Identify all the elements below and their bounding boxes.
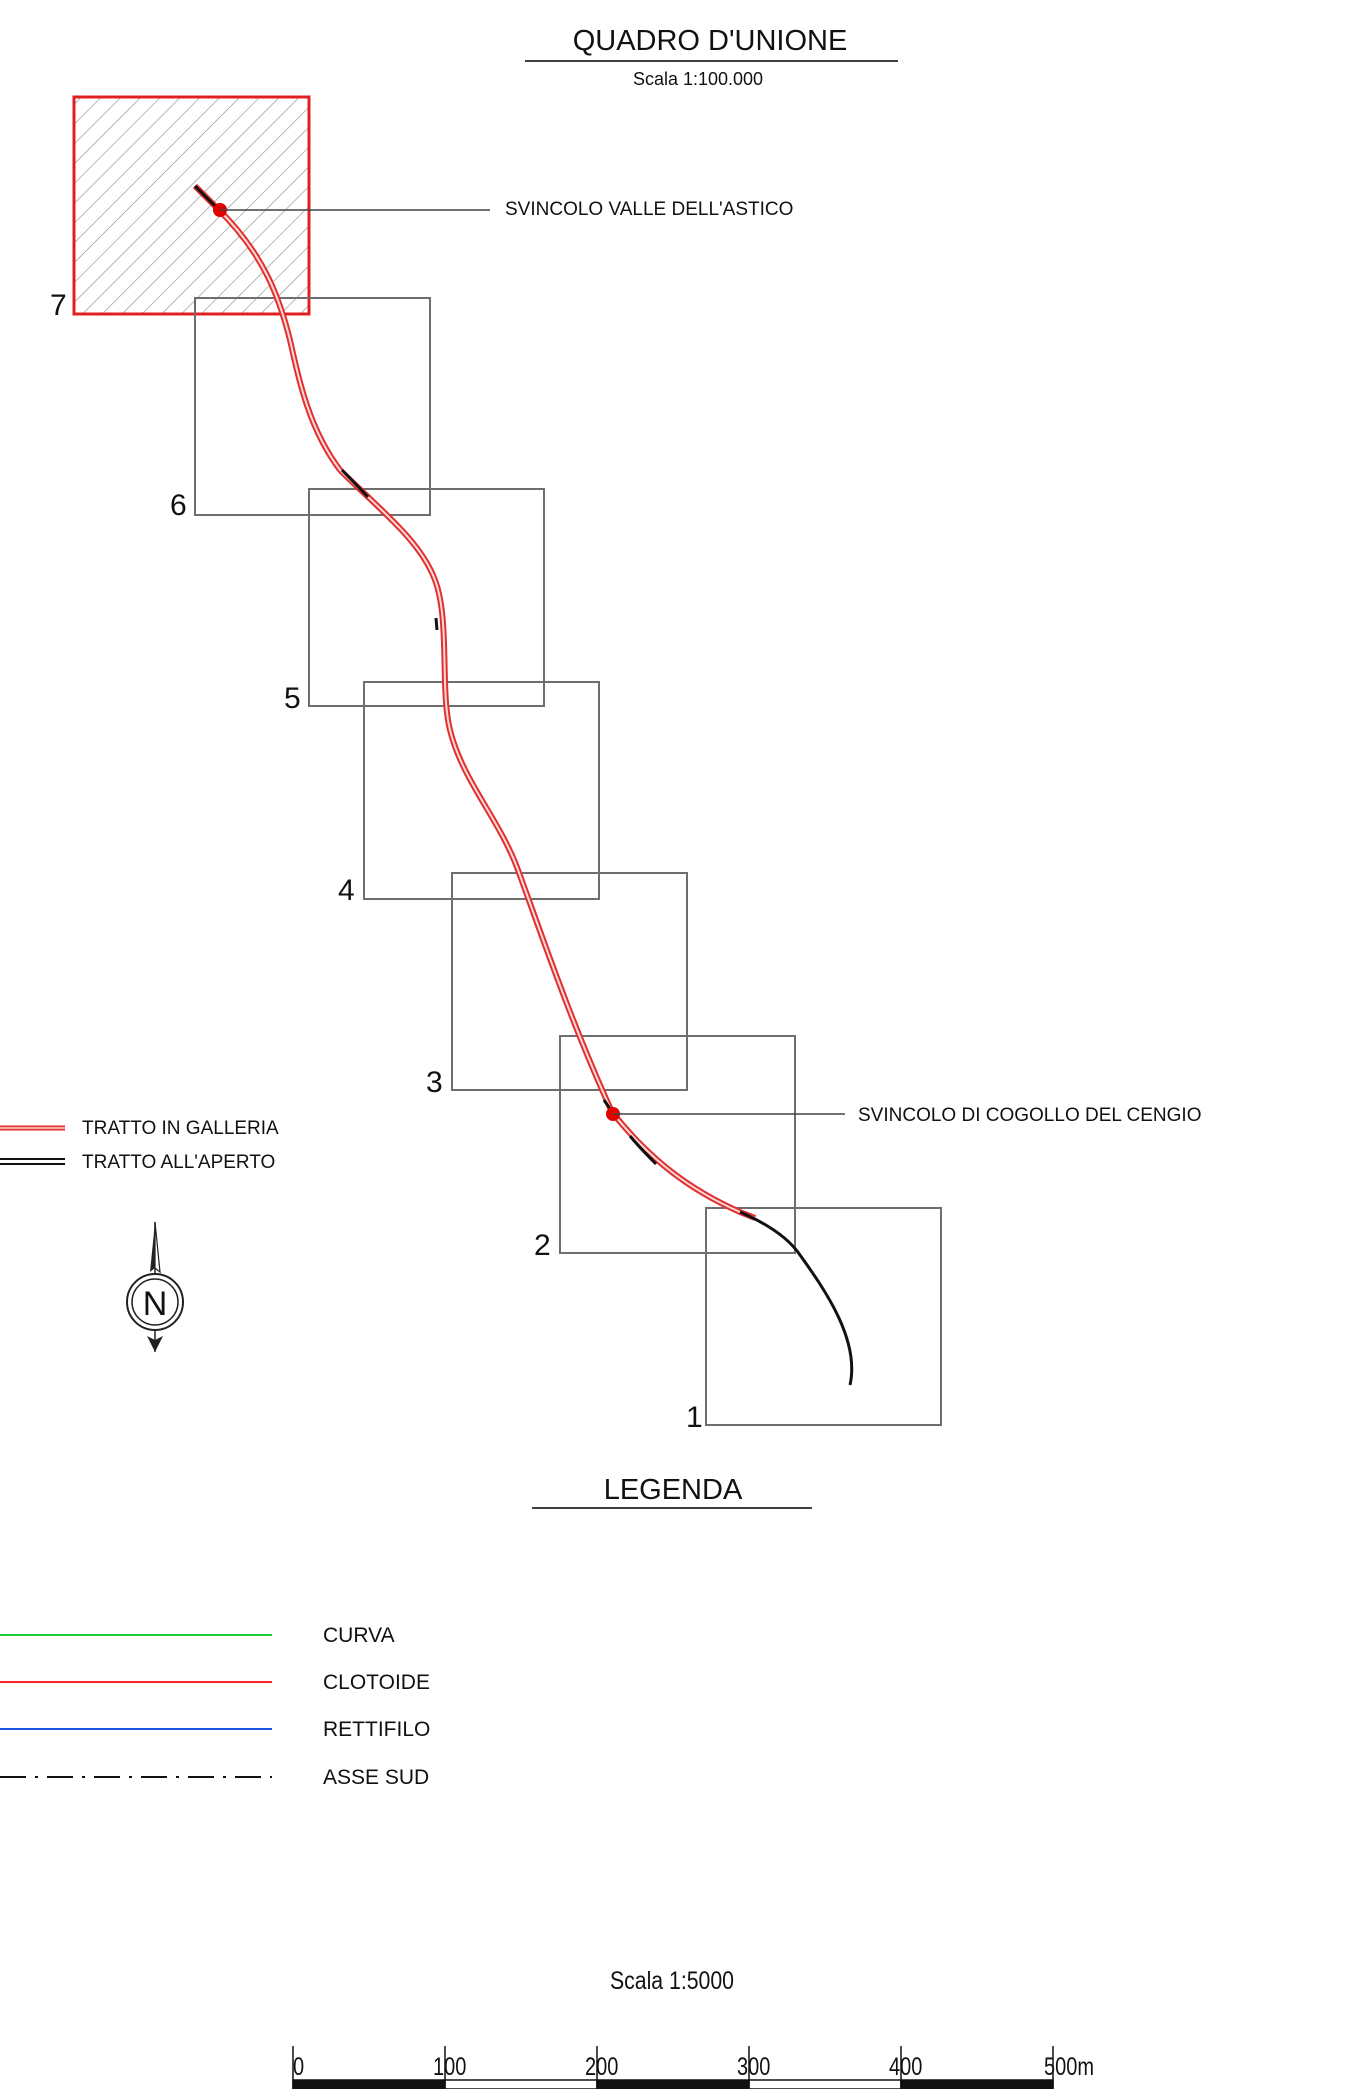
- route-open-portal-6: [340, 468, 370, 499]
- legend-label-curva: CURVA: [323, 1624, 395, 1647]
- sheet-number-5: 5: [284, 682, 301, 715]
- route-tunnel-inner: [194, 185, 756, 1219]
- open-legend-label: TRATTO ALL'APERTO: [82, 1152, 275, 1173]
- scale-segment-400-500: [900, 2079, 1054, 2089]
- legend-label-rettifilo: RETTIFILO: [323, 1718, 430, 1741]
- scale-tick-400: 400: [889, 2053, 922, 2081]
- callout-cogollo: SVINCOLO DI COGOLLO DEL CENGIO: [858, 1105, 1201, 1126]
- sheet-number-2: 2: [534, 1229, 551, 1262]
- route-alignment: [192, 183, 854, 1386]
- sheet-number-3: 3: [426, 1066, 443, 1099]
- legend-label-asse-sud: ASSE SUD: [323, 1766, 429, 1789]
- callout-astico: SVINCOLO VALLE DELL'ASTICO: [505, 199, 793, 220]
- scale-segment-300-400: [748, 2079, 902, 2089]
- route-open-north: [193, 184, 217, 208]
- tunnel-legend-label: TRATTO IN GALLERIA: [82, 1118, 279, 1139]
- sheet-frame-1[interactable]: [705, 1207, 942, 1426]
- scale-bar-title: Scala 1:5000: [610, 1966, 734, 1994]
- sheet-frame-4[interactable]: [363, 681, 600, 900]
- route-open-mid: [628, 1135, 658, 1166]
- route-open-south: [739, 1210, 854, 1386]
- sheet-number-1: 1: [686, 1401, 703, 1434]
- sheet-number-4: 4: [338, 874, 355, 907]
- scale-bar: [292, 2046, 1054, 2089]
- legend-heading: LEGENDA: [604, 1474, 743, 1506]
- sheet-frame-6[interactable]: [194, 297, 431, 516]
- sheet-frame-2[interactable]: [559, 1035, 796, 1254]
- scale-tick-500m: 500m: [1044, 2053, 1094, 2081]
- scale-segment-0-100: [292, 2079, 446, 2089]
- sheet-number-7: 7: [50, 289, 67, 322]
- scale-segment-200-300: [596, 2079, 750, 2089]
- north-arrow-icon: N: [126, 1221, 184, 1352]
- sheet-frame-5[interactable]: [308, 488, 545, 707]
- scale-tick-300: 300: [737, 2053, 770, 2081]
- legend-label-clotoide: CLOTOIDE: [323, 1671, 430, 1694]
- route-legend: TRATTO IN GALLERIA TRATTO ALL'APERTO: [0, 1118, 279, 1173]
- scale-tick-200: 200: [585, 2053, 618, 2081]
- sheet-frame-3[interactable]: [451, 872, 688, 1091]
- title-scale: Scala 1:100.000: [633, 69, 763, 89]
- north-arrow-letter: N: [143, 1285, 168, 1323]
- scale-segment-100-200: [444, 2079, 598, 2089]
- sheet-number-6: 6: [170, 489, 187, 522]
- route-tunnel-outline: [192, 183, 757, 1221]
- sheet-frame-7-selected[interactable]: [72, 95, 311, 316]
- scale-tick-100: 100: [433, 2053, 466, 2081]
- page-title: QUADRO D'UNIONE: [573, 25, 848, 57]
- legend-items: CURVA CLOTOIDE RETTIFILO ASSE SUD: [0, 1624, 430, 1789]
- scale-tick-0: 0: [293, 2053, 304, 2081]
- route-open-portal-5: [434, 617, 439, 631]
